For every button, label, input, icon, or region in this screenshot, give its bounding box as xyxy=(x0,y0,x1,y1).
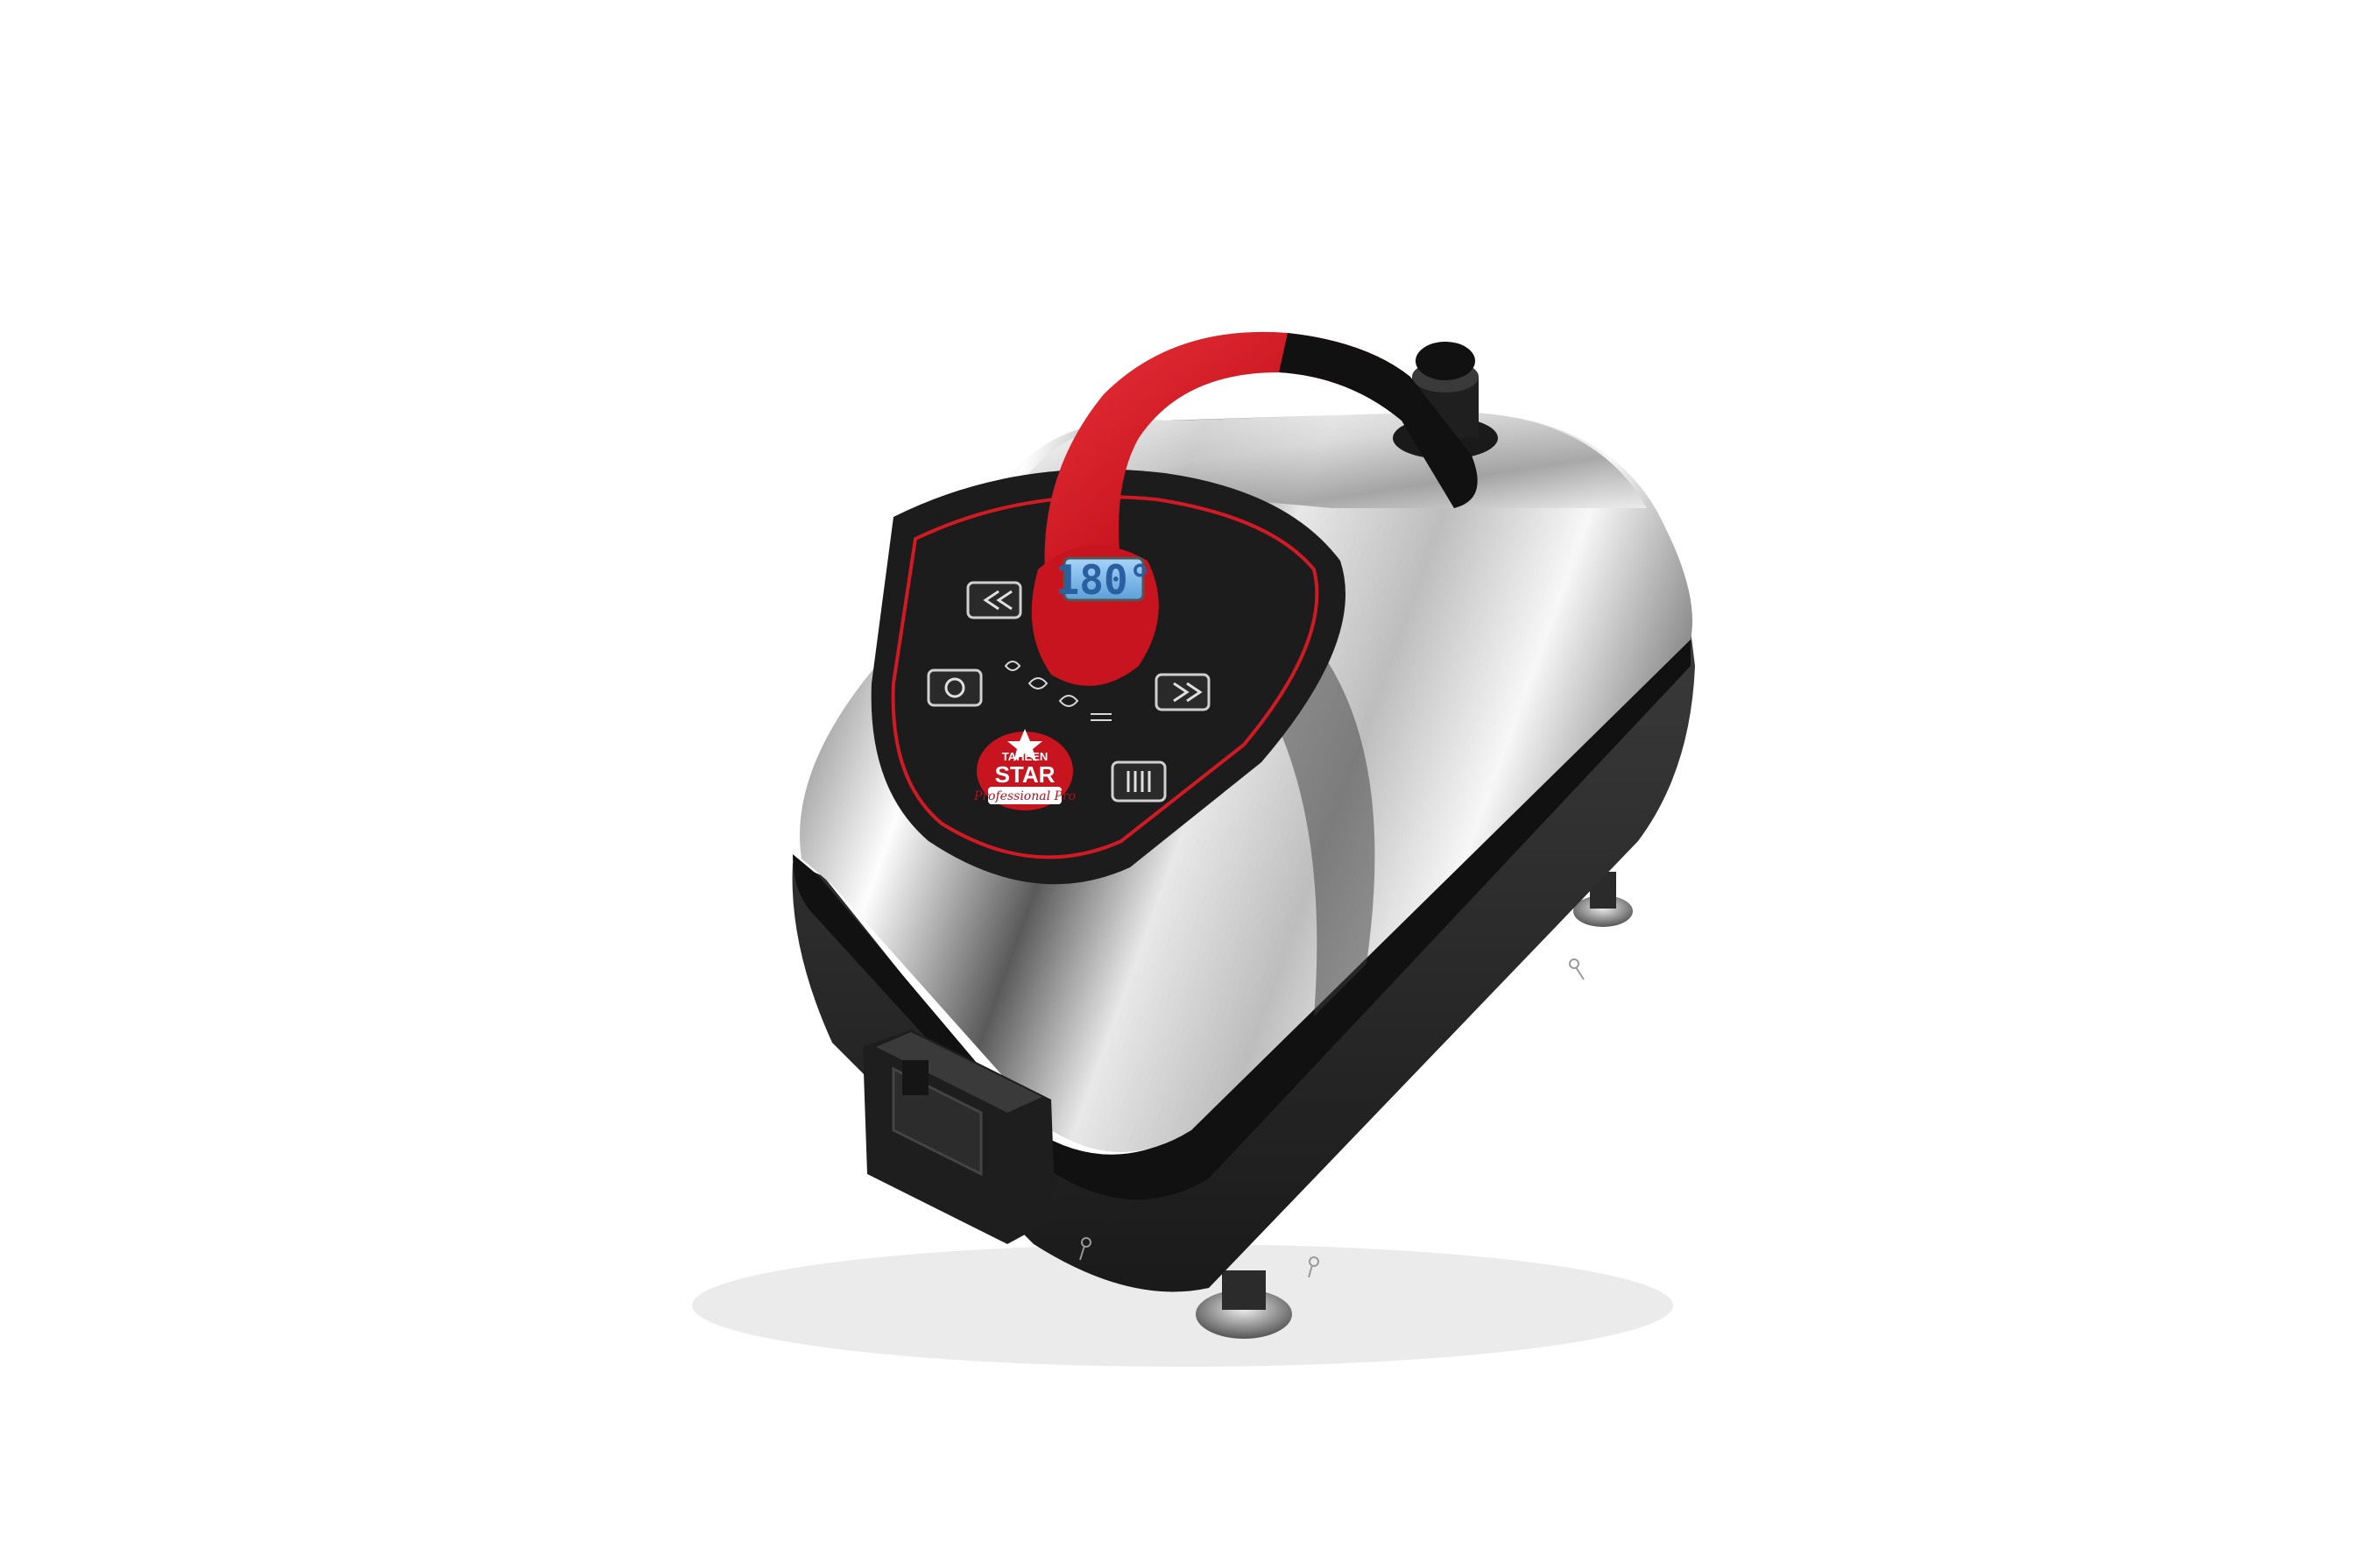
fabric-indicator-3-icon xyxy=(1058,695,1079,707)
steam-button[interactable] xyxy=(1111,760,1167,803)
chevrons-right-icon xyxy=(1173,682,1203,703)
star-icon xyxy=(1007,729,1042,761)
marker-pins xyxy=(1079,958,1585,1278)
handle-grip xyxy=(1279,333,1478,508)
rear-wheel xyxy=(1573,895,1633,927)
fabric-indicator-2-icon xyxy=(1028,677,1049,690)
front-wheel xyxy=(1196,1290,1292,1339)
hose-connector[interactable] xyxy=(863,1029,1056,1244)
steam-icon xyxy=(1126,771,1151,792)
fabric-indicator-4-icon xyxy=(1091,713,1112,721)
carry-handle[interactable] xyxy=(1044,331,1411,622)
front-wheel-mount xyxy=(1222,1270,1266,1310)
logo-top-text: TAHEEN xyxy=(1002,750,1048,763)
logo-script: Professional Pro xyxy=(973,789,1076,803)
chevrons-left-icon xyxy=(983,590,1013,611)
wheels xyxy=(1196,872,1633,1339)
floor-shadow xyxy=(692,1244,1673,1367)
power-icon xyxy=(944,677,965,698)
increase-button[interactable] xyxy=(1155,673,1211,711)
power-button[interactable] xyxy=(927,668,983,707)
temperature-readout: 180° xyxy=(1056,556,1153,604)
fabric-indicator-1-icon xyxy=(1004,661,1021,671)
base-rim xyxy=(793,631,1691,1200)
fabric-indicators xyxy=(1004,661,1112,721)
decrease-button[interactable] xyxy=(966,581,1022,619)
logo-brand: STAR xyxy=(995,761,1056,788)
temperature-display: 180° xyxy=(1056,556,1153,604)
brand-logo: TAHEEN STAR Professional Pro xyxy=(973,729,1076,810)
